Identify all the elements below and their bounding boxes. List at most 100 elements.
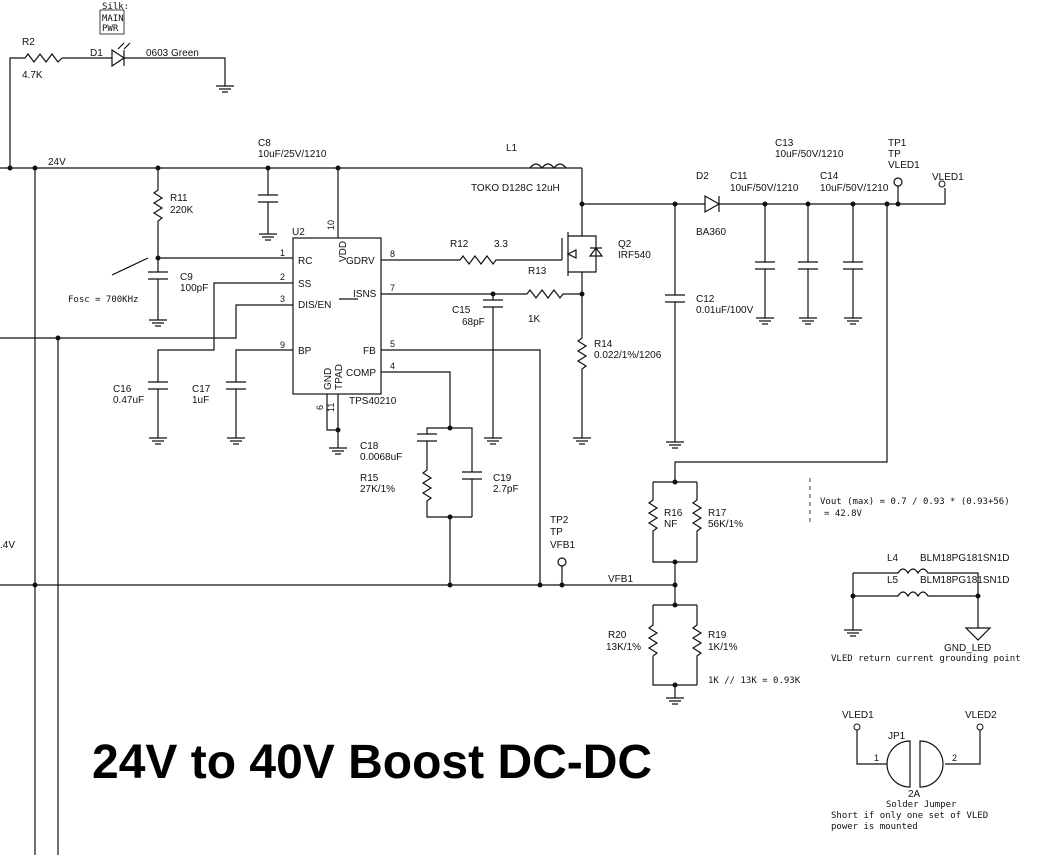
jp1-pin2: 2 [952, 753, 957, 763]
c14-ref: C14 [820, 171, 839, 182]
u2-pinnum-5: 5 [390, 339, 395, 349]
jumper-note-line2: power is mounted [831, 822, 918, 832]
l1-value: TOKO D128C 12uH [471, 183, 560, 194]
c18-value: 0.0068uF [360, 452, 402, 463]
r2-ref: R2 [22, 37, 35, 48]
r13-c15-filter [483, 289, 582, 445]
u2-ref: U2 [292, 227, 305, 238]
vled-return-note: VLED return current grounding point [831, 654, 1021, 664]
ground-return-beads [843, 568, 992, 641]
silk-main: MAIN [102, 14, 124, 24]
vout-note-line1: Vout (max) = 0.7 / 0.93 * (0.93+56) [820, 497, 1010, 507]
u2-pinnum-3: 3 [280, 294, 285, 304]
c11-value: 10uF/50V/1210 [730, 183, 799, 194]
r14-ref: R14 [594, 339, 613, 350]
u2-pin-bp: BP [298, 346, 312, 357]
silk-pwr: PWR [102, 24, 119, 34]
jp1-vled1-label: VLED1 [842, 710, 874, 721]
r11-value: 220K [170, 205, 194, 216]
c19-ref: C19 [493, 473, 512, 484]
c17-ref: C17 [192, 384, 211, 395]
tp1-ref: TP1 [888, 138, 907, 149]
r12-ref: R12 [450, 239, 469, 250]
u2-pin-fb: FB [363, 346, 376, 357]
tp2-ref: TP2 [550, 515, 569, 526]
d2-ref: D2 [696, 171, 709, 182]
r14-value: 0.022/1%/1206 [594, 350, 662, 361]
u2-pinnum-8: 8 [390, 249, 395, 259]
u2-pin-gdrv: GDRV [346, 256, 375, 267]
u2-pinnum-11: 11 [326, 403, 336, 412]
output-stage [582, 177, 946, 482]
u2-pin-ss: SS [298, 279, 312, 290]
r15-ref: R15 [360, 473, 379, 484]
u2-pin-vdd: VDD [338, 241, 349, 262]
r20-ref: R20 [608, 630, 627, 641]
r11-ref: R11 [170, 193, 188, 204]
l5-value: BLM18PG181SN1D [920, 575, 1010, 586]
silk-label: Silk: [102, 2, 129, 12]
r2-value: 4.7K [22, 70, 43, 81]
jumper-note-line1: Short if only one set of VLED [831, 811, 988, 821]
r16-value: NF [664, 519, 677, 530]
r19-value: 1K/1% [708, 642, 738, 653]
u2-pin-rc: RC [298, 256, 312, 267]
c12-value: 0.01uF/100V [696, 305, 754, 316]
jp1-pin1: 1 [874, 753, 879, 763]
l1-ref: L1 [506, 143, 518, 154]
r15-value: 27K/1% [360, 484, 395, 495]
u2-pinnum-6: 6 [315, 405, 325, 410]
c11-ref: C11 [730, 171, 748, 182]
u2-pin-gnd: GND [323, 368, 334, 390]
u2-pin-dis-en: DIS/EN [298, 300, 331, 311]
l5-ref: L5 [887, 575, 899, 586]
vout-note-line2: = 42.8V [824, 509, 863, 519]
r13-ref: R13 [528, 266, 547, 277]
u2-pinnum-1: 1 [280, 248, 285, 258]
u2-value: TPS40210 [349, 396, 397, 407]
u2-pin-isns: ISNS [353, 289, 377, 300]
c16-c17-caps [148, 282, 293, 445]
vled1-port-label: VLED1 [932, 172, 964, 183]
c19-value: 2.7pF [493, 484, 519, 495]
r16-ref: R16 [664, 508, 683, 519]
schematic-title: 24V to 40V Boost DC-DC [92, 736, 652, 789]
c17-value: 1uF [192, 395, 209, 406]
d2-value: BA360 [696, 227, 726, 238]
c12-ref: C12 [696, 294, 715, 305]
compensation-network [417, 427, 482, 585]
gnd-led-label: GND_LED [944, 643, 991, 654]
r12-value: 3.3 [494, 239, 508, 250]
c8-value: 10uF/25V/1210 [258, 149, 327, 160]
r19-ref: R19 [708, 630, 727, 641]
net-partial-label: .4V [0, 540, 15, 551]
tp2-net: VFB1 [550, 540, 575, 551]
r17-value: 56K/1% [708, 519, 743, 530]
c15-ref: C15 [452, 305, 471, 316]
l4-ref: L4 [887, 553, 899, 564]
r17-ref: R17 [708, 508, 727, 519]
u2-pinnum-9: 9 [280, 340, 285, 350]
jp1-solder-jumper [853, 723, 984, 788]
tp1-value: TP [888, 149, 901, 160]
u2-pin-comp: COMP [346, 368, 376, 379]
silk-box [99, 9, 125, 35]
fosc-note: Fosc = 700KHz [68, 295, 138, 305]
power-indicator-branch [9, 42, 235, 168]
jp1-ref: JP1 [888, 731, 906, 742]
c16-value: 0.47uF [113, 395, 144, 406]
d1-ref: D1 [90, 48, 103, 59]
c8-capacitor [258, 168, 278, 241]
q2-value: IRF540 [618, 250, 651, 261]
c15-value: 68pF [462, 317, 485, 328]
c9-value: 100pF [180, 283, 208, 294]
u2-pinnum-7: 7 [390, 283, 395, 293]
u2-pinnum-10: 10 [326, 220, 336, 230]
q2-ref: Q2 [618, 239, 632, 250]
tp1-net: VLED1 [888, 160, 920, 171]
net-24v-label: 24V [48, 157, 66, 168]
r13-value: 1K [528, 314, 541, 325]
c9-ref: C9 [180, 272, 193, 283]
